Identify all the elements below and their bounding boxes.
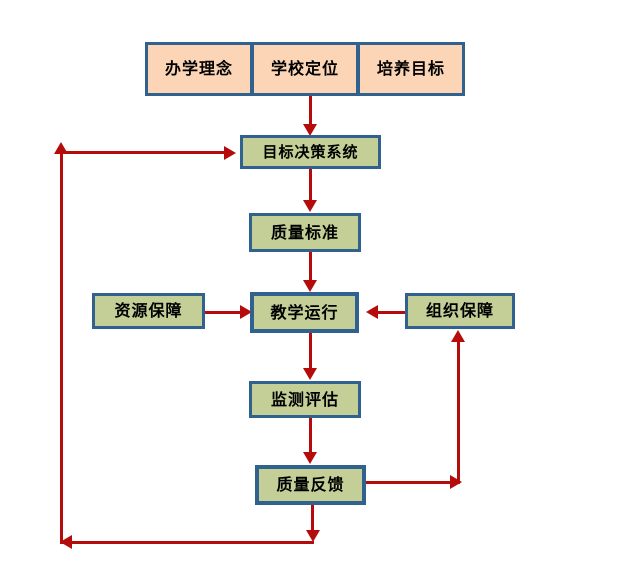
node-quality-standard-label: 质量标准 — [270, 222, 339, 242]
arrowhead-decision-to-standard — [303, 200, 317, 212]
connector-feedback-loop-top — [60, 151, 225, 154]
arrowhead-feedback-to-organization-up — [451, 330, 465, 342]
node-quality-feedback[interactable]: 质量反馈 — [255, 465, 366, 505]
connector-toprow-to-decision — [309, 96, 312, 126]
arrowhead-organization-to-teaching — [366, 305, 378, 319]
node-quality-feedback-label: 质量反馈 — [276, 475, 345, 494]
node-philosophy[interactable]: 办学理念 — [145, 42, 253, 96]
arrowhead-resource-to-teaching — [240, 305, 252, 319]
connector-decision-to-standard — [309, 169, 312, 202]
node-decision-system[interactable]: 目标决策系统 — [240, 135, 381, 169]
arrowhead-teaching-to-monitoring — [303, 368, 317, 380]
node-quality-standard[interactable]: 质量标准 — [249, 213, 361, 252]
node-teaching-operation[interactable]: 教学运行 — [250, 292, 359, 333]
node-goal[interactable]: 培养目标 — [357, 42, 465, 96]
node-positioning-label: 学校定位 — [270, 59, 339, 78]
node-decision-system-label: 目标决策系统 — [262, 142, 359, 161]
arrowhead-feedback-loop-to-decision — [224, 146, 236, 160]
connector-teaching-to-monitoring — [309, 333, 312, 371]
connector-resource-to-teaching — [205, 311, 243, 314]
node-positioning[interactable]: 学校定位 — [251, 42, 359, 96]
node-goal-label: 培养目标 — [376, 59, 445, 78]
node-resource-support-label: 资源保障 — [114, 301, 183, 320]
node-resource-support[interactable]: 资源保障 — [92, 293, 205, 329]
connector-feedback-to-organization-horizontal — [366, 481, 460, 484]
arrowhead-toprow-to-decision — [303, 124, 317, 136]
arrowhead-monitoring-to-feedback — [303, 452, 317, 464]
arrowhead-feedback-loop-down — [306, 530, 320, 542]
node-organization-support[interactable]: 组织保障 — [405, 293, 515, 329]
arrowhead-feedback-loop-left — [60, 535, 72, 549]
node-teaching-operation-label: 教学运行 — [270, 302, 339, 322]
node-monitoring-evaluation[interactable]: 监测评估 — [249, 381, 361, 418]
arrowhead-feedback-loop-up — [54, 142, 68, 154]
node-organization-support-label: 组织保障 — [425, 301, 494, 320]
connector-feedback-to-organization-vertical — [457, 342, 460, 482]
connector-monitoring-to-feedback — [309, 418, 312, 454]
node-philosophy-label: 办学理念 — [164, 59, 233, 78]
connector-feedback-loop-down — [311, 505, 314, 535]
connector-feedback-loop-bottom — [60, 541, 314, 544]
connector-organization-to-teaching — [378, 311, 410, 314]
node-monitoring-evaluation-label: 监测评估 — [270, 389, 339, 409]
connector-feedback-loop-left-vertical — [60, 152, 63, 543]
arrowhead-feedback-to-organization-right — [450, 475, 462, 489]
connector-standard-to-teaching — [309, 252, 312, 282]
arrowhead-standard-to-teaching — [303, 280, 317, 292]
